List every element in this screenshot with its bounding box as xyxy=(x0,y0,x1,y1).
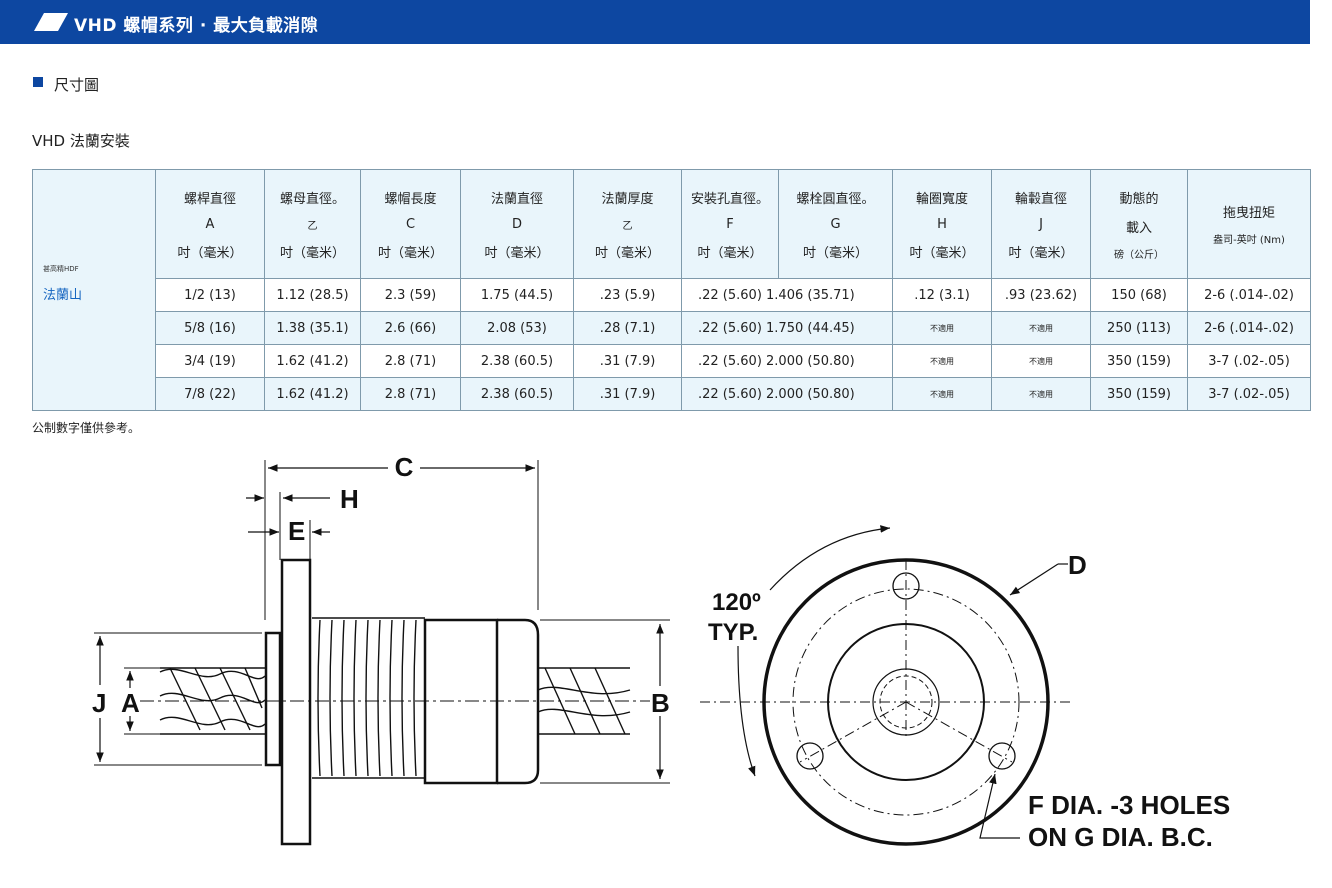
table-row: 7/8 (22) 1.62 (41.2) 2.8 (71) 2.38 (60.5… xyxy=(33,377,1311,411)
label-bc: ON G DIA. B.C. xyxy=(1028,822,1213,852)
label-h: H xyxy=(340,484,359,514)
label-e: E xyxy=(288,516,305,546)
label-b: B xyxy=(651,688,670,718)
header-banner: VHD 螺帽系列 · 最大負載消隙 xyxy=(0,0,1310,44)
section-title: 尺寸圖 xyxy=(54,76,100,94)
label-c: C xyxy=(395,452,414,482)
section-bullet-icon xyxy=(33,77,43,87)
flange-hub xyxy=(264,631,282,767)
side-small-label: 甚高精HDF xyxy=(43,265,79,273)
logo-icon xyxy=(34,13,68,31)
label-typ: TYP. xyxy=(708,619,758,646)
label-j: J xyxy=(92,688,106,718)
header-torque: 拖曳扭矩盎司-英吋 (Nm) xyxy=(1187,169,1311,279)
flange-front-view xyxy=(700,525,1070,846)
threaded-body xyxy=(312,617,425,779)
side-name-label: 法蘭山 xyxy=(43,288,83,303)
header-b: 螺母直徑。乙吋（毫米） xyxy=(264,169,361,279)
label-holes: F DIA. -3 HOLES xyxy=(1028,790,1230,820)
label-angle: 120º xyxy=(712,589,761,616)
label-a: A xyxy=(121,688,140,718)
table-row: 1/2 (13) 1.12 (28.5) 2.3 (59) 1.75 (44.5… xyxy=(33,278,1311,312)
table-row: 5/8 (16) 1.38 (35.1) 2.6 (66) 2.08 (53) … xyxy=(33,311,1311,345)
side-label-cell: 甚高精HDF 法蘭山 xyxy=(32,169,156,411)
dimension-drawing: C H E J A B D 120º TYP. F DIA. -3 HOLES … xyxy=(92,452,1230,852)
flange-plate xyxy=(280,558,312,846)
screw-left xyxy=(159,667,266,735)
nut-end xyxy=(497,618,540,785)
label-d: D xyxy=(1068,550,1087,580)
header-e: 法蘭厚度乙吋（毫米） xyxy=(573,169,682,279)
metric-note: 公制數字僅供參考。 xyxy=(32,421,141,435)
banner-title: VHD 螺帽系列 · 最大負載消隙 xyxy=(74,16,319,36)
header-load: 動態的載入磅（公斤） xyxy=(1090,169,1188,279)
table-row: 3/4 (19) 1.62 (41.2) 2.8 (71) 2.38 (60.5… xyxy=(33,344,1311,378)
table-subtitle: VHD 法蘭安裝 xyxy=(32,132,130,150)
